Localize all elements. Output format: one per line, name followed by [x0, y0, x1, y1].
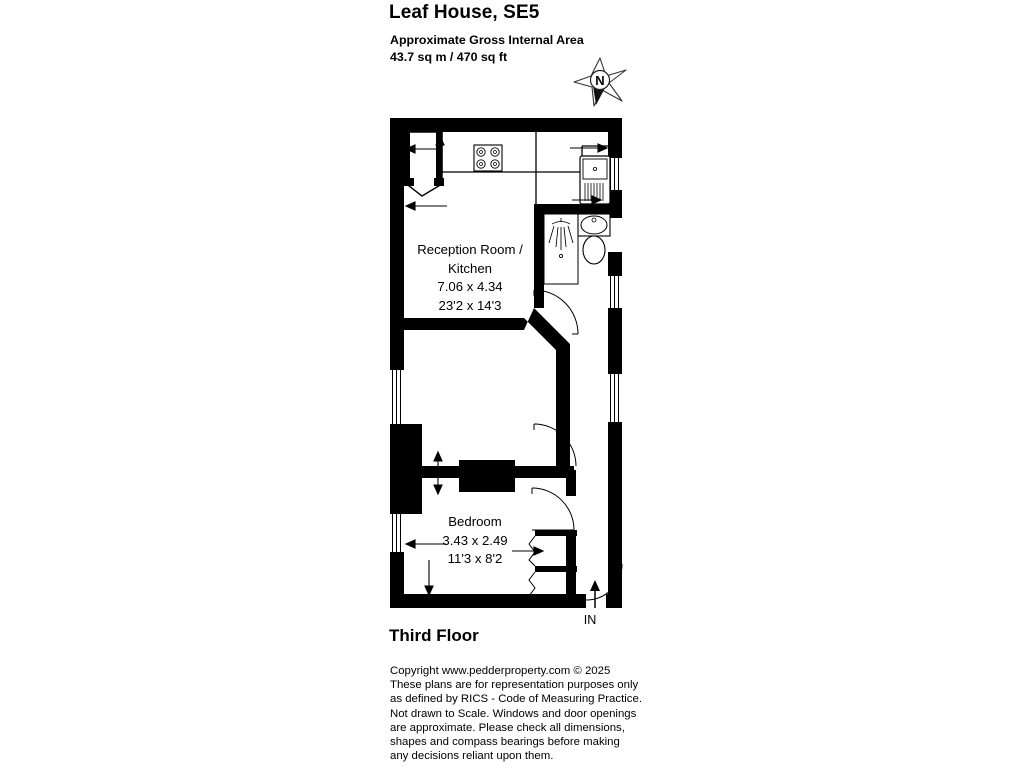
- area-caption: Approximate Gross Internal Area: [390, 33, 584, 47]
- shower-tray-icon: [579, 155, 611, 205]
- entry-arrow-icon: [590, 580, 600, 608]
- window-glazing: [392, 156, 619, 556]
- footer-line: shapes and compass bearings before makin…: [390, 736, 620, 749]
- room-name-line1: Reception Room /: [417, 242, 523, 257]
- door-swing-reception: [533, 423, 577, 467]
- kitchen-worktop: [441, 132, 537, 173]
- room-name-line1: Bedroom: [448, 514, 502, 529]
- area-value: 43.7 sq m / 470 sq ft: [390, 50, 508, 64]
- room-label-bedroom: Bedroom 3.43 x 2.49 11'3 x 8'2: [406, 513, 544, 569]
- footer-line: Not drawn to Scale. Windows and door ope…: [390, 707, 637, 720]
- room-label-reception-kitchen: Reception Room / Kitchen 7.06 x 4.34 23'…: [378, 241, 562, 315]
- footer-line: as defined by RICS - Code of Measuring P…: [390, 693, 642, 706]
- room-dims-metric: 7.06 x 4.34: [437, 279, 503, 295]
- footer-line: These plans are for representation purpo…: [390, 679, 639, 692]
- hob-icon: [473, 144, 503, 172]
- partition-wall-with-chimney: [404, 424, 574, 514]
- page-title: Leaf House, SE5: [389, 2, 540, 23]
- footer-line: any decisions reliant upon them.: [390, 750, 554, 763]
- toilet-icon: [582, 235, 606, 265]
- room-dims-imperial: 11'3 x 8'2: [447, 551, 503, 567]
- copyright-footer: Copyright www.pedderproperty.com © 2025 …: [390, 664, 670, 763]
- room-name-line2: Kitchen: [448, 260, 492, 276]
- compass-rose-icon: N: [572, 56, 628, 108]
- door-swing-entry: [585, 563, 623, 601]
- room-dims-imperial: 23'2 x 14'3: [438, 297, 502, 313]
- room-dims-metric: 3.43 x 2.49: [442, 532, 508, 548]
- angled-internal-wall: [404, 308, 570, 470]
- footer-line: Copyright www.pedderproperty.com © 2025: [390, 665, 611, 677]
- wash-basin-icon: [577, 213, 611, 237]
- dormer-recess: [403, 131, 444, 197]
- entry-label: IN: [583, 613, 597, 627]
- compass-north-letter: N: [595, 73, 604, 88]
- floor-label: Third Floor: [389, 626, 479, 645]
- hallway-walls: [566, 470, 576, 608]
- footer-line: are approximate. Please check all dimens…: [390, 721, 625, 734]
